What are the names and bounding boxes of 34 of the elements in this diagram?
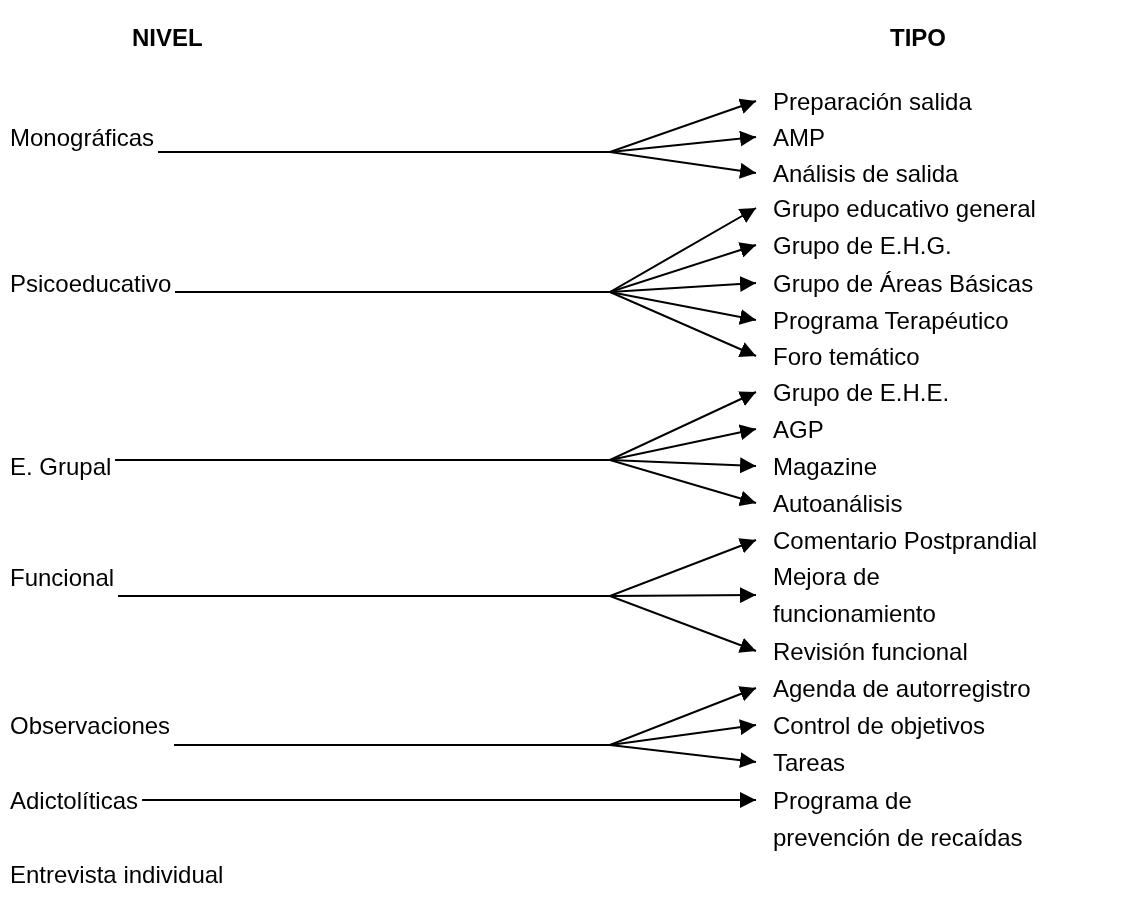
type-label: Autoanálisis — [773, 488, 903, 519]
type-label: Grupo educativo general — [773, 193, 1036, 224]
type-label: AMP — [773, 122, 825, 153]
level-label: E. Grupal — [10, 451, 112, 482]
type-label: Programa de prevención de recaídas — [773, 786, 1024, 853]
level-label: Adictolíticas — [10, 785, 139, 816]
arrow — [174, 291, 757, 357]
type-label: Programa Terapéutico — [773, 305, 1009, 336]
type-label: Mejora de funcionamiento — [773, 562, 937, 629]
arrow — [117, 595, 757, 653]
level-label: Observaciones — [10, 710, 171, 741]
arrow — [141, 792, 757, 808]
type-label: Grupo de E.H.G. — [773, 230, 952, 261]
column-header: TIPO — [890, 24, 946, 52]
column-header: NIVEL — [132, 24, 203, 52]
level-label: Psicoeducativo — [10, 268, 172, 299]
type-label: Grupo de E.H.E. — [773, 377, 950, 408]
arrow — [114, 459, 757, 507]
arrow — [173, 744, 757, 769]
type-label: Comentario Postprandial — [773, 525, 1038, 556]
type-label: Grupo de Áreas Básicas — [773, 268, 1034, 299]
level-label: Monográficas — [10, 122, 155, 153]
type-label: Preparación salida — [773, 86, 972, 117]
type-label: Magazine — [773, 451, 878, 482]
level-label: Funcional — [10, 562, 115, 593]
type-label: Agenda de autorregistro — [773, 673, 1031, 704]
type-label: Tareas — [773, 747, 846, 778]
level-label: Entrevista individual — [10, 859, 224, 890]
type-label: Foro temático — [773, 341, 920, 372]
type-label: AGP — [773, 414, 824, 445]
type-label: Control de objetivos — [773, 710, 986, 741]
type-label: Análisis de salida — [773, 158, 959, 189]
arrow — [157, 151, 757, 179]
type-label: Revisión funcional — [773, 636, 968, 667]
